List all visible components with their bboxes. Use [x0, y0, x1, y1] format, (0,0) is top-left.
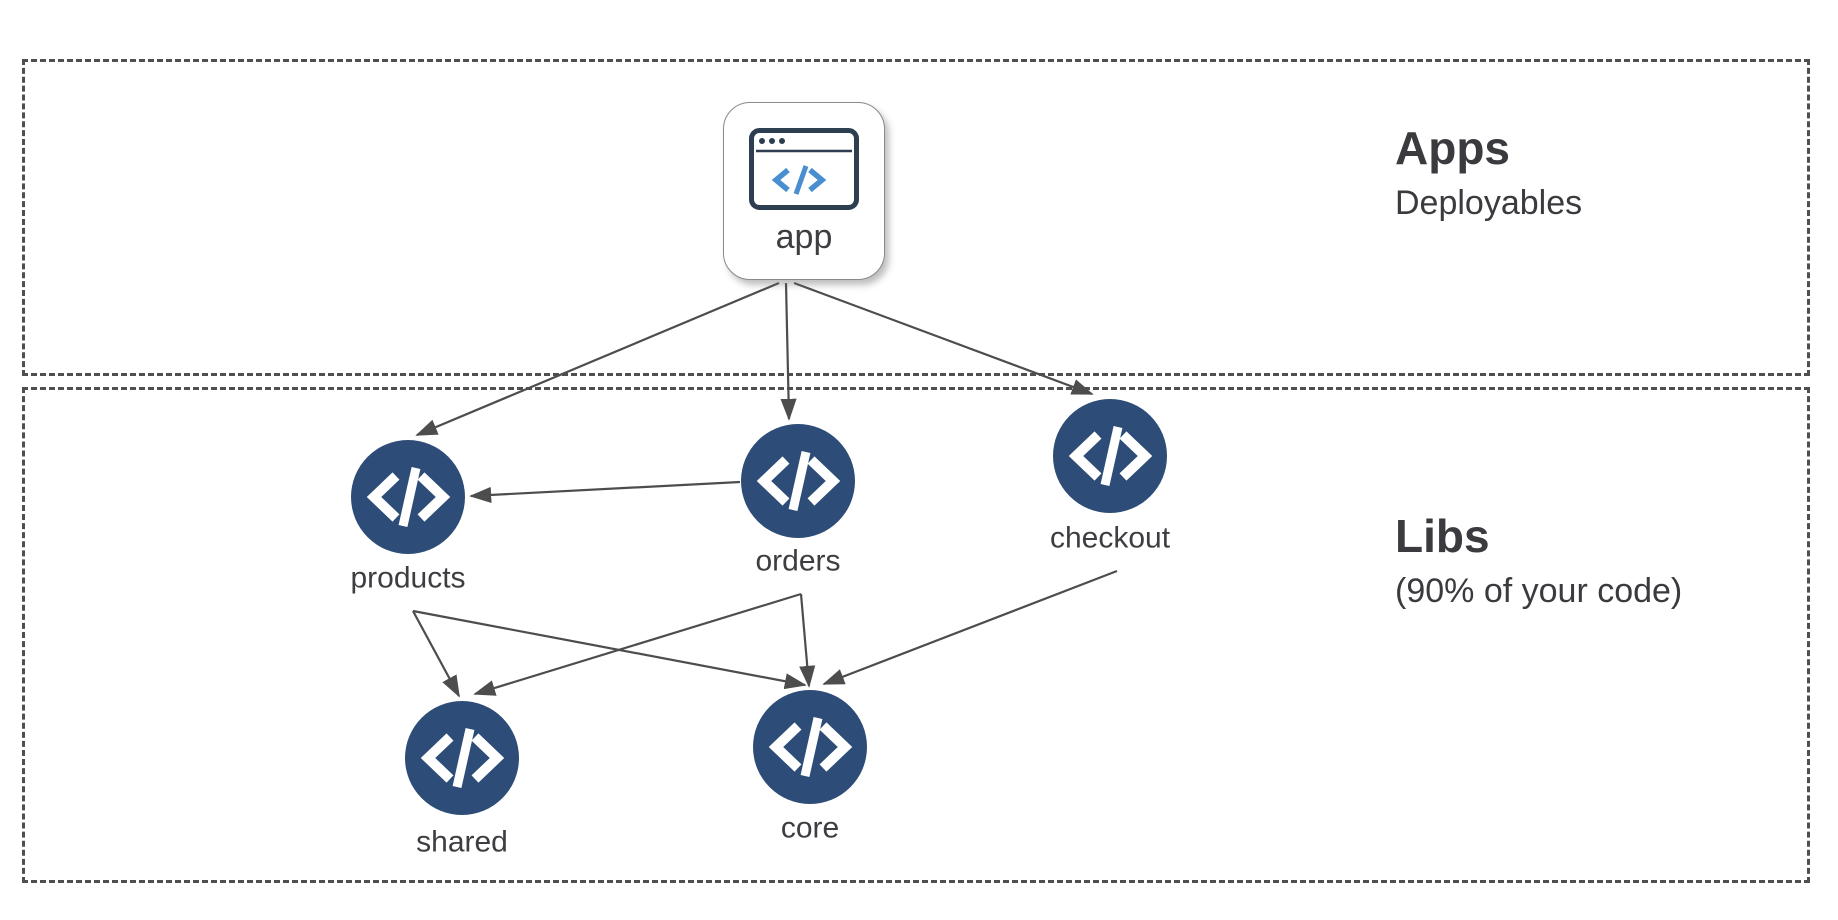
code-icon: [771, 165, 827, 195]
apps-subtitle: Deployables: [1395, 184, 1583, 223]
libs-subtitle: (90% of your code): [1395, 572, 1683, 611]
app-node: app: [723, 102, 885, 280]
libs-section-box: [22, 387, 1810, 883]
libs-section-label: Libs (90% of your code): [1395, 509, 1682, 612]
apps-section-label: Apps Deployables: [1395, 121, 1582, 224]
browser-code-icon: [749, 128, 859, 210]
apps-title: Apps: [1395, 122, 1510, 174]
libs-title: Libs: [1395, 510, 1490, 562]
app-node-label: app: [775, 218, 833, 256]
